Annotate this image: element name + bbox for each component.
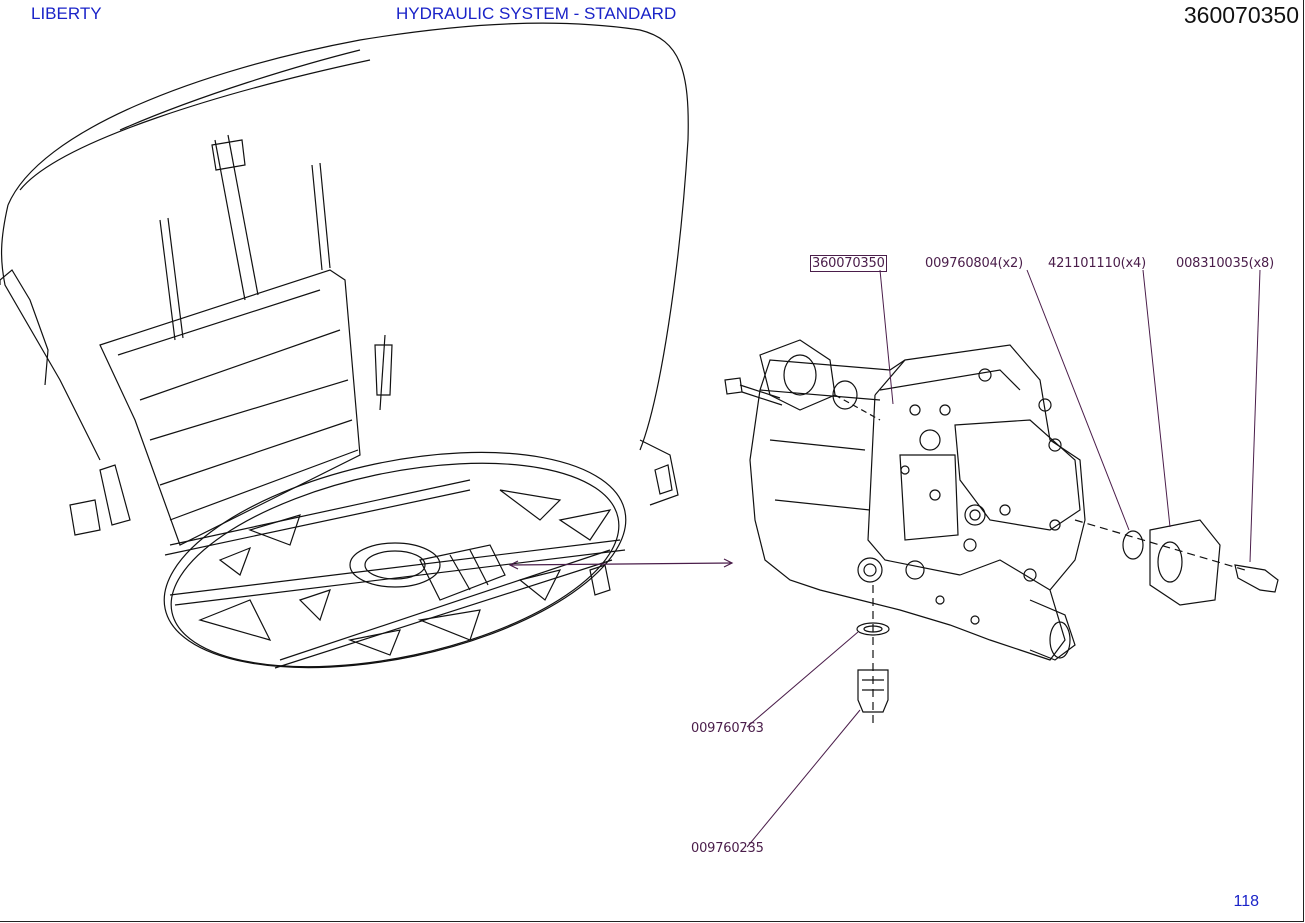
callout-flange: 421101110(x4) — [1048, 256, 1146, 271]
callout-screw: 008310035(x8) — [1176, 256, 1274, 271]
leader-lines — [746, 269, 1261, 848]
callout-seal-washer: 009760763 — [691, 721, 764, 736]
callout-o-ring: 009760804(x2) — [925, 256, 1023, 271]
hydraulic-valve-block — [724, 339, 1279, 725]
spreader-hopper-illustration — [0, 22, 689, 669]
brand-label: LIBERTY — [31, 4, 102, 23]
callout-valve-block: 360070350 — [810, 255, 887, 272]
page-title: HYDRAULIC SYSTEM - STANDARD — [396, 4, 677, 23]
document-number: 360070350 — [1183, 2, 1299, 28]
callout-fitting: 009760235 — [691, 841, 764, 856]
page-number: 118 — [1233, 893, 1259, 910]
connection-arrow — [508, 558, 734, 570]
